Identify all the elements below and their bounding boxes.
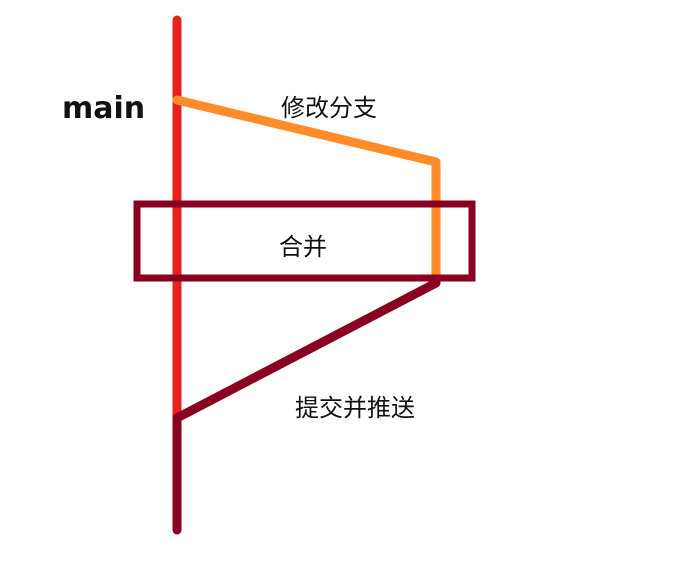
- feature-branch-path: [172, 95, 441, 285]
- main-branch-label: main: [62, 91, 145, 126]
- commit-push-label: 提交并推送: [295, 394, 415, 422]
- merge-label: 合并: [279, 233, 327, 261]
- modify-branch-label: 修改分支: [281, 94, 377, 122]
- merge-box: [133, 200, 476, 282]
- merge-back-path: [172, 278, 441, 423]
